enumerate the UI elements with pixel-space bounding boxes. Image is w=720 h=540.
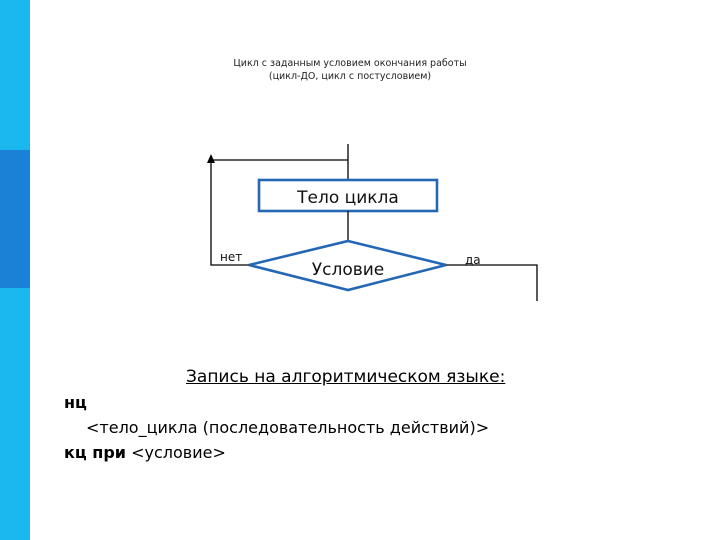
code-begin-keyword: нц (64, 393, 87, 412)
code-end-keyword: кц при (64, 443, 127, 462)
title-line-2: (цикл-ДО, цикл с постусловием) (268, 71, 432, 82)
loop-body-label: Тело цикла (296, 188, 399, 208)
condition-diamond (248, 239, 447, 292)
yes-branch-label: да (465, 253, 481, 267)
loop-body-box (257, 178, 439, 213)
code-end-condition: <условие> (126, 443, 226, 462)
no-branch-line (210, 159, 348, 266)
title-line-1: Цикл с заданным условием окончания работ… (233, 58, 467, 69)
code-body-text: <тело_цикла (последовательность действий… (86, 418, 490, 437)
code-begin-line: нц (64, 390, 684, 415)
no-branch-label: нет (220, 250, 242, 264)
condition-label: Условие (312, 260, 385, 280)
yes-branch-line (446, 264, 538, 301)
slide-title: Цикл с заданным условием окончания работ… (150, 57, 550, 83)
code-body-line: <тело_цикла (последовательность действий… (64, 415, 684, 440)
code-end-line: кц при <условие> (64, 440, 684, 465)
side-bar-accent (0, 150, 30, 288)
no-branch-arrow-up (207, 154, 215, 163)
code-heading: Запись на алгоритмическом языке: (186, 367, 506, 387)
code-block: Запись на алгоритмическом языке: нц <тел… (64, 364, 684, 465)
